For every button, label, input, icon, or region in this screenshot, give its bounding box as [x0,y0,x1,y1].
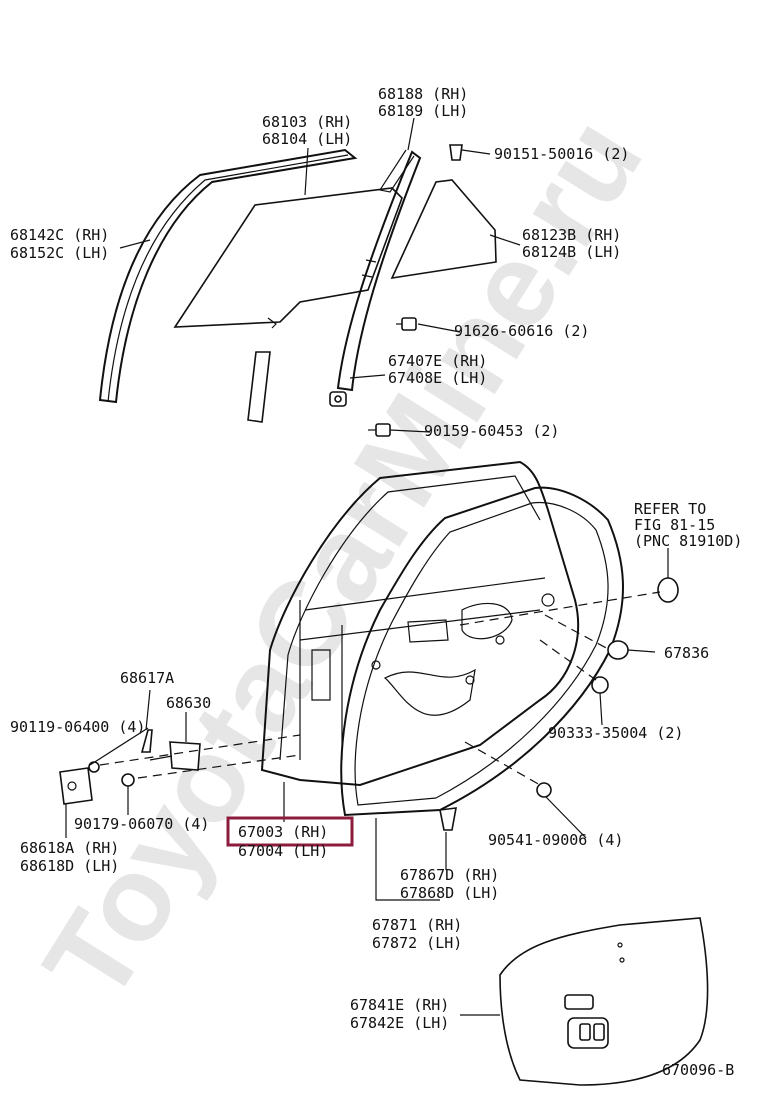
callout-68188: 68188 (RH) 68189 (LH) [378,85,468,120]
leader-lines [65,117,669,1016]
callout-67836: 67836 [664,644,709,662]
hole-cover-refer [657,577,679,603]
clip-90541 [536,782,552,798]
bolt-91626 [396,317,417,331]
door-hinge [59,761,100,805]
callout-68630: 68630 [166,694,211,712]
glass-run-channel [98,148,358,404]
plug-67836 [607,640,629,660]
callout-68142: 68142C (RH) 68152C (LH) [10,226,109,262]
clip-67867 [439,807,457,831]
callout-90541: 90541-09006 (4) [488,831,623,849]
callout-line: 67867D (RH) [400,866,499,884]
refer-line: REFER TO [634,500,706,518]
callout-line: 67841E (RH) [350,996,449,1014]
callout-line: 67408E (LH) [388,369,487,387]
callout-67407: 67407E (RH) 67408E (LH) [388,352,487,387]
highlighted-part-box [226,816,354,847]
callout-90333: 90333-35004 (2) [548,724,683,742]
callout-line: 67407E (RH) [388,352,487,370]
figure-id: 670096-B [662,1061,734,1079]
refer-note: REFER TO FIG 81-15 (PNC 81910D) [634,500,742,550]
callout-line: 68103 (RH) [262,113,352,131]
callout-68123: 68123B (RH) 68124B (LH) [522,226,621,261]
callout-line: 68123B (RH) [522,226,621,244]
callout-67871: 67871 (RH) 67872 (LH) [372,916,462,952]
division-bar [247,351,271,423]
callout-67841: 67841E (RH) 67842E (LH) [350,996,449,1032]
bolt-90179 [121,773,135,787]
callout-line: 68142C (RH) [10,226,109,244]
quarter-window-glass [390,179,497,280]
callout-line: 67868D (LH) [400,884,499,902]
callout-line: 68188 (RH) [378,85,468,103]
callout-line: 67003 (RH) [238,823,328,841]
callout-67867: 67867D (RH) 67868D (LH) [400,866,499,902]
clip-90151 [449,144,463,161]
callout-90119: 90119-06400 (4) [10,718,145,736]
callout-line: 68618A (RH) [20,839,119,857]
door-trim-board [499,917,709,1086]
callout-line: 68124B (LH) [522,243,621,261]
callout-line: 67872 (LH) [372,934,462,952]
callout-90159: 90159-60453 (2) [424,422,559,440]
door-check [140,729,201,771]
callout-line: 68104 (LH) [262,130,352,148]
callout-90151: 90151-50016 (2) [494,145,629,163]
callout-line: 67004 (LH) [238,842,328,860]
callout-90179: 90179-06070 (4) [74,815,209,833]
callout-line: 68618D (LH) [20,857,119,875]
callout-67003: 67003 (RH) 67004 (LH) [238,823,328,860]
callout-91626: 91626-60616 (2) [454,322,589,340]
bolt-90159 [368,423,391,437]
callout-line: 67871 (RH) [372,916,462,934]
rear-door-panel [260,460,580,787]
door-weatherstrip [340,486,624,817]
callout-68103: 68103 (RH) 68104 (LH) [262,113,352,148]
callout-68617: 68617A [120,669,174,687]
callout-68618: 68618A (RH) 68618D (LH) [20,839,119,875]
refer-line: (PNC 81910D) [634,532,742,550]
callout-line: 67842E (LH) [350,1014,449,1032]
door-glass [173,187,403,329]
frame-bolt [329,391,347,407]
callout-line: 68152C (LH) [10,244,109,262]
callout-line: 68189 (LH) [378,102,468,120]
refer-line: FIG 81-15 [634,516,715,534]
quarter-glass-frame [336,149,422,392]
